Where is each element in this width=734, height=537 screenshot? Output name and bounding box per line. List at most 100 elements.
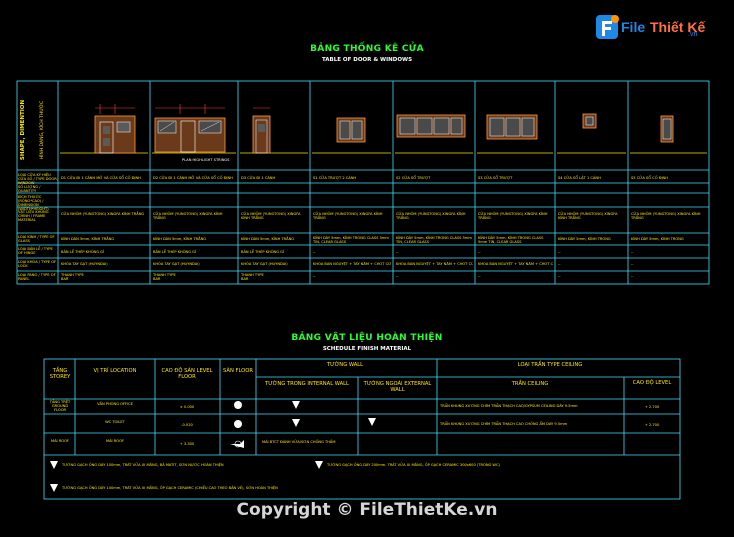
col-lock: KHÓA BÁN NGUYỆT + TAY NẮM + CHỐT CỬA	[478, 262, 553, 266]
col-lock: KHÓA TAY GẠT (HUYNDAI)	[153, 262, 200, 266]
col-type: S1 CỬA TRƯỢT 2 CÁNH	[313, 176, 357, 180]
window-s4-elevation	[582, 113, 597, 129]
row-label-quantity: SỐ LƯỢNG / QUANTITY	[18, 185, 41, 193]
row-label-frame: VẬT LIỆU KHUNG CHÍNH / FRAME MATERIAL	[18, 210, 49, 222]
col-panel: --	[558, 274, 561, 278]
col-code: S1	[313, 176, 318, 180]
col-type: S2 CỬA SỔ TRƯỢT	[396, 176, 431, 180]
plan-note: PLAN HIGHLIGHT STRINGS	[182, 158, 230, 162]
row-level: -0.020	[181, 423, 193, 427]
col-frame: CỬA NHÔM (YUNGTONG) XINGFA KÍNH TRẮNG	[241, 212, 301, 220]
legend-item: TƯỜNG GẠCH ỐNG DÀY 100mm, TRÁT VỮA XI MĂ…	[62, 486, 278, 490]
row-storey: TẦNG TRỆT GROUND FLOOR	[49, 400, 71, 412]
door-d3-elevation	[252, 107, 271, 154]
col-hinge: --	[313, 250, 316, 254]
col-type: D3 CỬA ĐI 1 CÁNH	[241, 176, 276, 180]
legend-item: TƯỜNG GẠCH ỐNG DÀY 100mm, TRÁT VỮA XI MĂ…	[62, 463, 224, 467]
col-glass: KÍNH DÁN 5mm, KÍNH TRẮNG	[153, 237, 207, 241]
brand-logo: File Thiết Kế .vn	[596, 12, 706, 42]
window-s3-elevation	[486, 114, 538, 140]
shape-dimension-label-vn: HÌNH DẠNG, KÍCH THƯỚC	[40, 100, 45, 160]
col-hinge: BẢN LỀ THÉP KHÔNG GỈ	[153, 250, 196, 254]
header-internal-wall: TƯỜNG TRONG INTERNAL WALL	[265, 381, 349, 387]
row-ceiling: TRẦN KHUNG XƯƠNG CHÌM TRẦN THẠCH CAO/GYP…	[440, 404, 578, 408]
col-type: S5 CỬA SỔ CỐ ĐỊNH	[631, 176, 668, 180]
col-frame: CỬA NHÔM (YUNGTONG) XINGFA KÍNH TRẮNG	[631, 212, 701, 220]
header-ceiling-level: CAO ĐỘ LEVEL	[632, 380, 672, 386]
row-level: ± 0.000	[179, 405, 195, 409]
col-hinge: --	[558, 250, 561, 254]
col-type: D1 CỬA ĐI 1 CÁNH MỞ VÀ CỬA SỔ CỐ ĐỊNH	[61, 176, 141, 180]
col-glass: KÍNH DÀY 5mm, KÍNH TRONG	[631, 237, 684, 241]
col-hinge: BẢN LỀ THÉP KHÔNG GỈ	[241, 250, 284, 254]
door-d2-elevation	[154, 104, 226, 153]
row-ceiling-level: + 2.700	[644, 405, 660, 409]
col-frame: CỬA NHÔM (YUNGTONG) XINGFA KÍNH TRẮNG	[153, 212, 223, 220]
wall-symbols	[50, 401, 376, 492]
row-ceiling-level: + 2.700	[644, 423, 660, 427]
col-panel: --	[396, 274, 399, 278]
row-label-panel: LOẠI PANO / TYPE OF PANEL	[18, 273, 56, 281]
col-panel: --	[478, 274, 481, 278]
col-frame: CỬA NHÔM (YUNGTONG) XINGFA KÍNH TRẮNG	[478, 212, 548, 220]
col-code: D1	[61, 176, 67, 180]
window-s2-elevation	[396, 114, 466, 138]
header-ceiling-type: LOẠI TRẦN TYPE CEILING	[517, 362, 583, 368]
header-floor: SÀN FLOOR	[223, 368, 253, 374]
legend-item: TƯỜNG GẠCH ỐNG DÀY 200mm, TRÁT VỮA XI MĂ…	[327, 463, 500, 467]
header-ceiling: TRẦN CEILING	[511, 381, 549, 387]
header-wall: TƯỜNG WALL	[326, 362, 364, 368]
header-storey: TẦNG STOREY	[49, 368, 71, 380]
col-panel: THANH TYPE BAR	[241, 273, 264, 281]
row-label-lock: LOẠI KHÓA / TYPE OF LOCK	[18, 260, 57, 268]
row-floor-note: MÁI BTCT ĐÁNH VỮA/SƠN CHỐNG THẤM	[262, 440, 336, 444]
col-hinge: BẢN LỀ THÉP KHÔNG GỈ	[61, 250, 104, 254]
door-table-title: BẢNG THỐNG KÊ CỬA	[310, 44, 424, 54]
col-type: S4 CỬA SỔ LẬT 1 CÁNH	[558, 176, 601, 180]
col-lock: KHÓA TAY GẠT (HUYNDAI)	[61, 262, 108, 266]
row-location: VĂN PHÒNG OFFICE	[97, 402, 133, 406]
col-frame: CỬA NHÔM (YUNGTONG) XINGFA KÍNH TRẮNG	[558, 212, 618, 220]
finish-table-subtitle: SCHEDULE FINISH MATERIAL	[322, 346, 412, 352]
row-level: + 3.300	[179, 442, 195, 446]
row-location: WC TOILET	[105, 420, 125, 424]
col-type: D2 CỬA ĐI 1 CÁNH MỞ VÀ CỬA SỔ CỐ ĐỊNH	[153, 176, 233, 180]
col-glass: KÍNH DÁN 5mm, KÍNH TRẮNG	[61, 237, 115, 241]
finish-table-title: BẢNG VẬT LIỆU HOÀN THIỆN	[291, 333, 443, 343]
row-label-type: LOẠI CỬA KÝ HIỆU CỬA SỐ / TYPE DOOR, WIN…	[18, 173, 58, 185]
col-code: D3	[241, 176, 247, 180]
col-panel: THANH TYPE BAR	[61, 273, 84, 281]
col-glass: KÍNH DÁN 5mm, KÍNH TRẮNG	[241, 237, 295, 241]
col-frame: CỬA NHÔM (YUNGTONG) XINGFA KÍNH TRẮNG	[61, 212, 145, 216]
col-lock: --	[631, 262, 634, 266]
col-hinge: --	[478, 250, 481, 254]
col-hinge: --	[631, 250, 634, 254]
col-frame: CỬA NHÔM (YUNGTONG) XINGFA KÍNH TRẮNG	[313, 212, 383, 220]
header-external-wall: TƯỜNG NGOÀI EXTERNAL WALL	[363, 381, 432, 393]
col-lock: KHÓA TAY GẠT (HUYNDAI)	[241, 262, 288, 266]
svg-text:Thiết Kế: Thiết Kế	[650, 19, 705, 35]
col-frame: CỬA NHÔM (YUNGTONG) XINGFA KÍNH TRẮNG	[396, 212, 466, 220]
shape-dimension-label: SHAPE, DIMENTION	[20, 99, 26, 161]
svg-text:.vn: .vn	[688, 31, 697, 38]
col-glass: KÍNH DÀY 5mm, KÍNH TRONG	[558, 237, 611, 241]
row-label-glass: LOẠI KÍNH / TYPE OF GLASS	[18, 235, 55, 243]
col-panel: --	[313, 274, 316, 278]
col-glass: KÍNH DÀY 5mm, KÍNH TRONG CLASS 5mm TIN, …	[313, 236, 389, 244]
door-d1-elevation	[94, 104, 136, 154]
col-code: S2	[396, 176, 401, 180]
col-code: S5	[631, 176, 636, 180]
row-location: MÁI ROOF	[106, 439, 124, 443]
window-s1-elevation	[336, 117, 366, 143]
row-label-dimension: KÍCH THƯỚC (RỘNG*CAO) / DIMENSION (WIDTH…	[18, 195, 49, 211]
header-level: CAO ĐỘ SÀN LEVEL FLOOR	[161, 368, 213, 380]
row-storey: MÁI ROOF	[51, 439, 69, 443]
row-ceiling: TRẦN KHUNG XƯƠNG CHÌM TRẦN THẠCH CAO CHỐ…	[440, 422, 568, 426]
col-hinge: --	[396, 250, 399, 254]
col-glass: KÍNH DÀY 5mm, KÍNH TRONG CLASS 5mm TIN, …	[478, 236, 544, 244]
col-lock: --	[558, 262, 561, 266]
col-code: S3	[478, 176, 483, 180]
copyright-watermark: Copyright © FileThietKe.vn	[236, 500, 498, 520]
col-panel: THANH TYPE BAR	[153, 273, 176, 281]
